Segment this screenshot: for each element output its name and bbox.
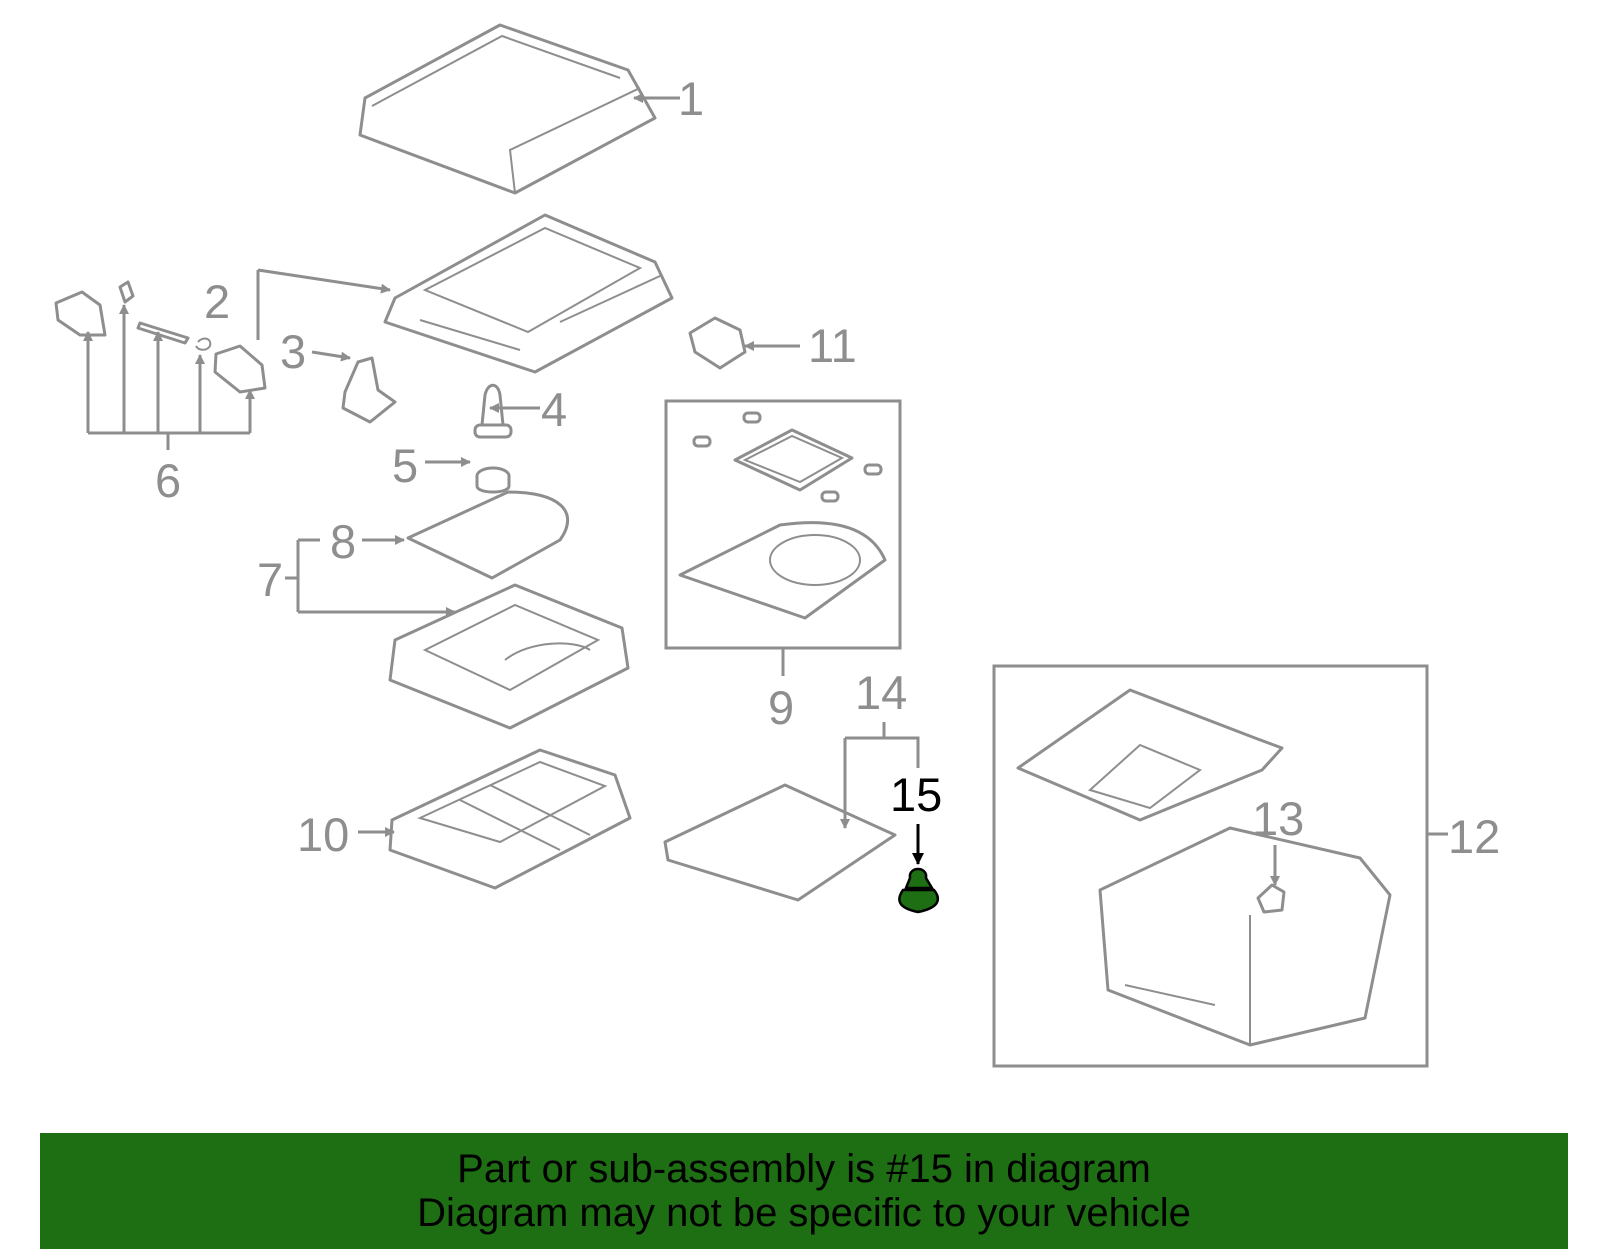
part-6-small-parts [54, 280, 267, 394]
callout-8: 8 [330, 515, 356, 568]
part-9-insert-box [664, 399, 902, 650]
part-10-base-frame [388, 748, 632, 890]
part-8-pad [406, 490, 570, 580]
callout-15: 15 [890, 768, 942, 821]
part-2-lid-assembly [383, 213, 674, 374]
banner-line-1: Part or sub-assembly is #15 in diagram [457, 1147, 1151, 1191]
info-banner: Part or sub-assembly is #15 in diagram D… [40, 1133, 1568, 1249]
callout-4: 4 [541, 383, 567, 436]
callout-6: 6 [155, 454, 181, 507]
callout-10: 10 [297, 808, 349, 861]
part-3-latch [341, 356, 397, 424]
callout-2: 2 [204, 275, 230, 328]
part-13-bracket [1256, 883, 1286, 914]
callout-7: 7 [257, 553, 283, 606]
callout-9: 9 [768, 681, 794, 734]
part-4-pin [473, 383, 513, 439]
part-12-console-box [992, 664, 1429, 1068]
part-14-mat [663, 783, 897, 902]
callout-13: 13 [1252, 792, 1304, 845]
part-1-lid-cover [358, 23, 657, 195]
part-7-tray [388, 583, 630, 730]
callout-3: 3 [280, 325, 306, 378]
callout-5: 5 [392, 439, 418, 492]
callout-12: 12 [1448, 810, 1500, 863]
part-5-bumper [475, 466, 511, 494]
callout-1: 1 [678, 72, 704, 125]
part-15-fastener [898, 867, 939, 914]
part-11-clip [688, 316, 747, 370]
callout-14: 14 [855, 666, 907, 719]
callout-11: 11 [808, 319, 857, 372]
banner-line-2: Diagram may not be specific to your vehi… [417, 1191, 1191, 1235]
leader-lines [83, 93, 1448, 886]
